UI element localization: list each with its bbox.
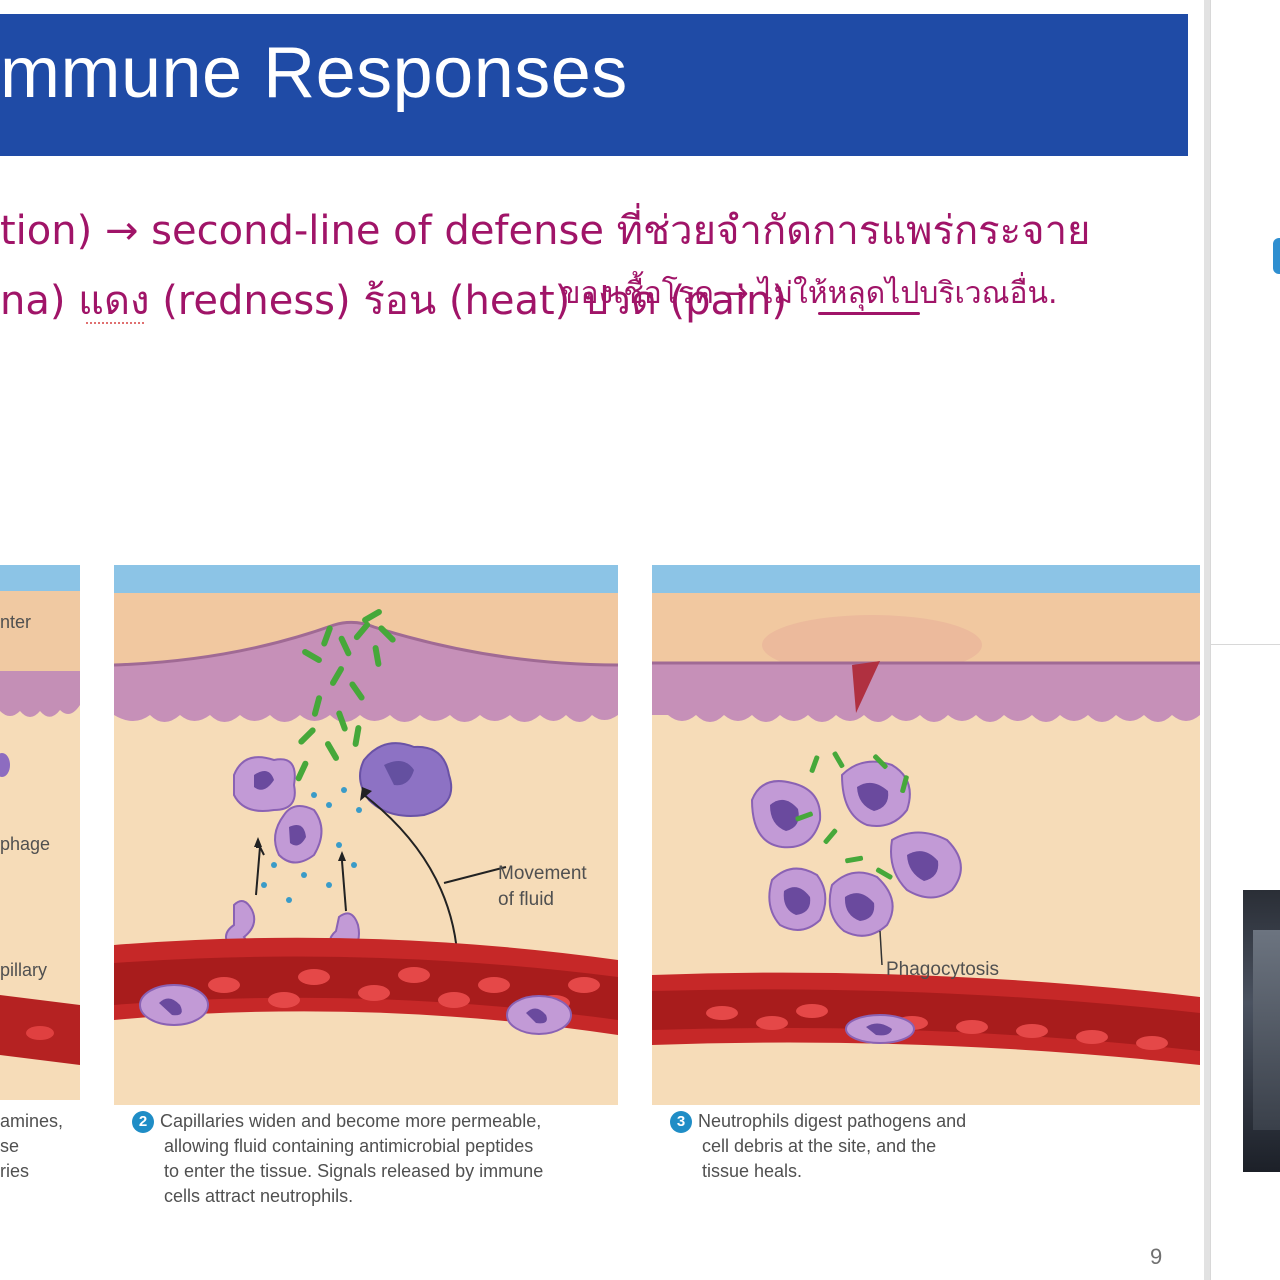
step-2-badge: 2 [132,1111,154,1134]
label-phagocytosis: Phagocytosis [886,959,1000,980]
label-movement: Movement [498,863,587,884]
slide-title: mmune Responses [0,33,628,113]
caption-step-3-text-1: Neutrophils digest pathogens and [698,1111,967,1131]
caption-step-3-line-3: tissue heals. [702,1161,803,1181]
slide: mmune Responses tion) → second-line of d… [0,14,1200,1269]
title-bar: mmune Responses [0,14,1188,156]
video-thumbnail[interactable] [1243,890,1280,1172]
side-panel-divider [1211,644,1280,645]
side-panel [1210,0,1280,1280]
handwriting-line-3: ของเชื้อโรค → ไม่ให้หลุดไปบริเวณอื่น. [560,276,1058,311]
page-number: 9 [1150,1244,1163,1269]
caption-step-2-line-1: 2 Capillaries widen and become more perme… [132,1109,541,1134]
figure-step-1-illustration [0,565,80,1220]
caption-step-3-line-2: cell debris at the site, and the [702,1136,937,1156]
figure-step-1: nter phage pillary amines, se ries [0,565,80,1220]
caption-step-2-line-2: allowing fluid containing antimicrobial … [164,1136,534,1156]
label-macrophage: phage [0,834,51,854]
label-center: nter [0,612,32,632]
figure-step-3-illustration [652,565,1200,1220]
caption-step-1-line-2: se [0,1136,20,1156]
caption-step-3-line-1: 3 Neutrophils digest pathogens and [670,1109,966,1134]
spellcheck-underline [86,322,144,324]
handwriting-line-2: na) แดง (redness) ร้อน (heat) ปวด (pain) [0,278,788,324]
handwriting-line-1: tion) → second-line of defense ที่ช่วยจำ… [0,208,1091,254]
figure-step-3: Phagocytosis 3 Neutrophils digest pathoge… [652,565,1200,1220]
label-capillary: pillary [0,960,48,980]
panel-splitter[interactable] [1204,0,1210,1280]
figure-step-2: Movement of fluid 2 Capillaries widen and… [114,565,618,1220]
caption-step-2-line-3: to enter the tissue. Signals released by… [164,1161,544,1181]
figure-step-2-illustration [114,565,618,1220]
label-of-fluid: of fluid [498,889,554,910]
caption-step-1-line-1: amines, [0,1111,64,1131]
step-3-badge: 3 [670,1111,692,1134]
caption-step-2-line-4: cells attract neutrophils. [164,1186,354,1206]
caption-step-1-line-3: ries [0,1161,30,1181]
caption-step-2-text-1: Capillaries widen and become more permea… [160,1111,542,1131]
handwriting-underline [818,312,920,315]
video-frame [1253,930,1280,1130]
app-tab-icon[interactable] [1273,238,1280,274]
